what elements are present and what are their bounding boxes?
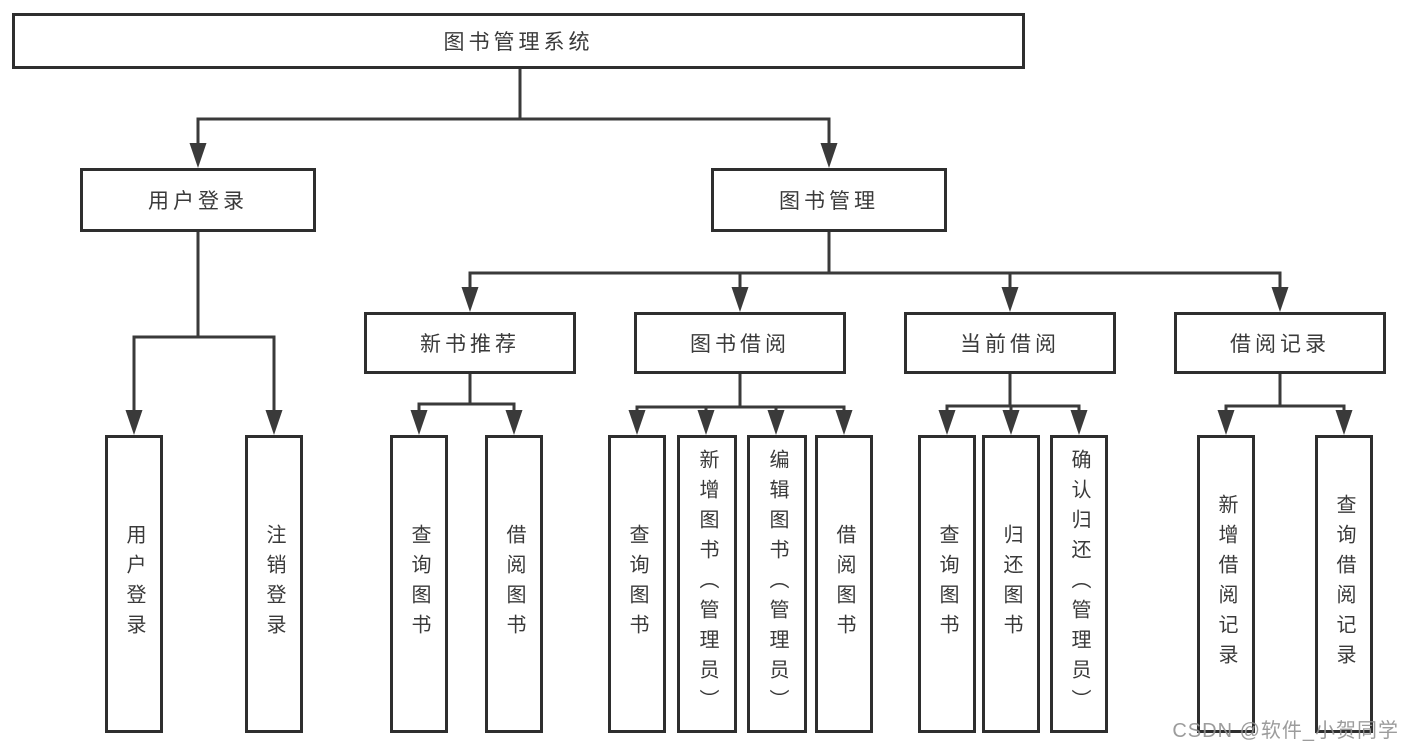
leaf-query-books-current: 查询图书 [918,435,976,733]
leaf-user-login-label: 用户登录 [123,524,145,644]
leaf-add-borrow-record-label: 新增借阅记录 [1215,494,1237,674]
node-current-borrowing-label: 当前借阅 [960,333,1060,356]
leaf-add-book-admin: 新增图书（管理员） [677,435,737,733]
leaf-return-books-label: 归还图书 [1000,524,1022,644]
leaf-confirm-return-admin: 确认归还（管理员） [1050,435,1108,733]
leaf-confirm-return-admin-label: 确认归还（管理员） [1068,449,1090,719]
leaf-query-books-current-label: 查询图书 [936,524,958,644]
leaf-query-books-borrowing: 查询图书 [608,435,666,733]
leaf-return-books: 归还图书 [982,435,1040,733]
node-new-book-recommend-label: 新书推荐 [420,333,520,356]
leaf-logout-label: 注销登录 [263,524,285,644]
leaf-query-borrow-record-label: 查询借阅记录 [1333,494,1355,674]
leaf-query-borrow-record: 查询借阅记录 [1315,435,1373,733]
leaf-query-books-recommend-label: 查询图书 [408,524,430,644]
leaf-borrow-books-borrowing-label: 借阅图书 [833,524,855,644]
leaf-add-book-admin-label: 新增图书（管理员） [696,449,718,719]
node-user-login: 用户登录 [80,168,316,232]
node-user-login-label: 用户登录 [148,190,248,213]
leaf-query-books-recommend: 查询图书 [390,435,448,733]
leaf-borrow-books-recommend: 借阅图书 [485,435,543,733]
node-root-label: 图书管理系统 [443,31,594,54]
node-book-borrowing-label: 图书借阅 [690,333,790,356]
leaf-borrow-books-recommend-label: 借阅图书 [503,524,525,644]
watermark: CSDN @软件_小贺同学 [1172,720,1399,742]
leaf-edit-book-admin-label: 编辑图书（管理员） [766,449,788,719]
node-book-management: 图书管理 [711,168,947,232]
node-borrowing-records-label: 借阅记录 [1230,333,1330,356]
leaf-borrow-books-borrowing: 借阅图书 [815,435,873,733]
node-borrowing-records: 借阅记录 [1174,312,1386,374]
leaf-edit-book-admin: 编辑图书（管理员） [747,435,807,733]
node-book-borrowing: 图书借阅 [634,312,846,374]
leaf-add-borrow-record: 新增借阅记录 [1197,435,1255,733]
node-book-management-label: 图书管理 [779,190,879,213]
node-current-borrowing: 当前借阅 [904,312,1116,374]
leaf-query-books-borrowing-label: 查询图书 [626,524,648,644]
leaf-user-login: 用户登录 [105,435,163,733]
leaf-logout: 注销登录 [245,435,303,733]
node-new-book-recommend: 新书推荐 [364,312,576,374]
node-root-system: 图书管理系统 [12,13,1025,69]
